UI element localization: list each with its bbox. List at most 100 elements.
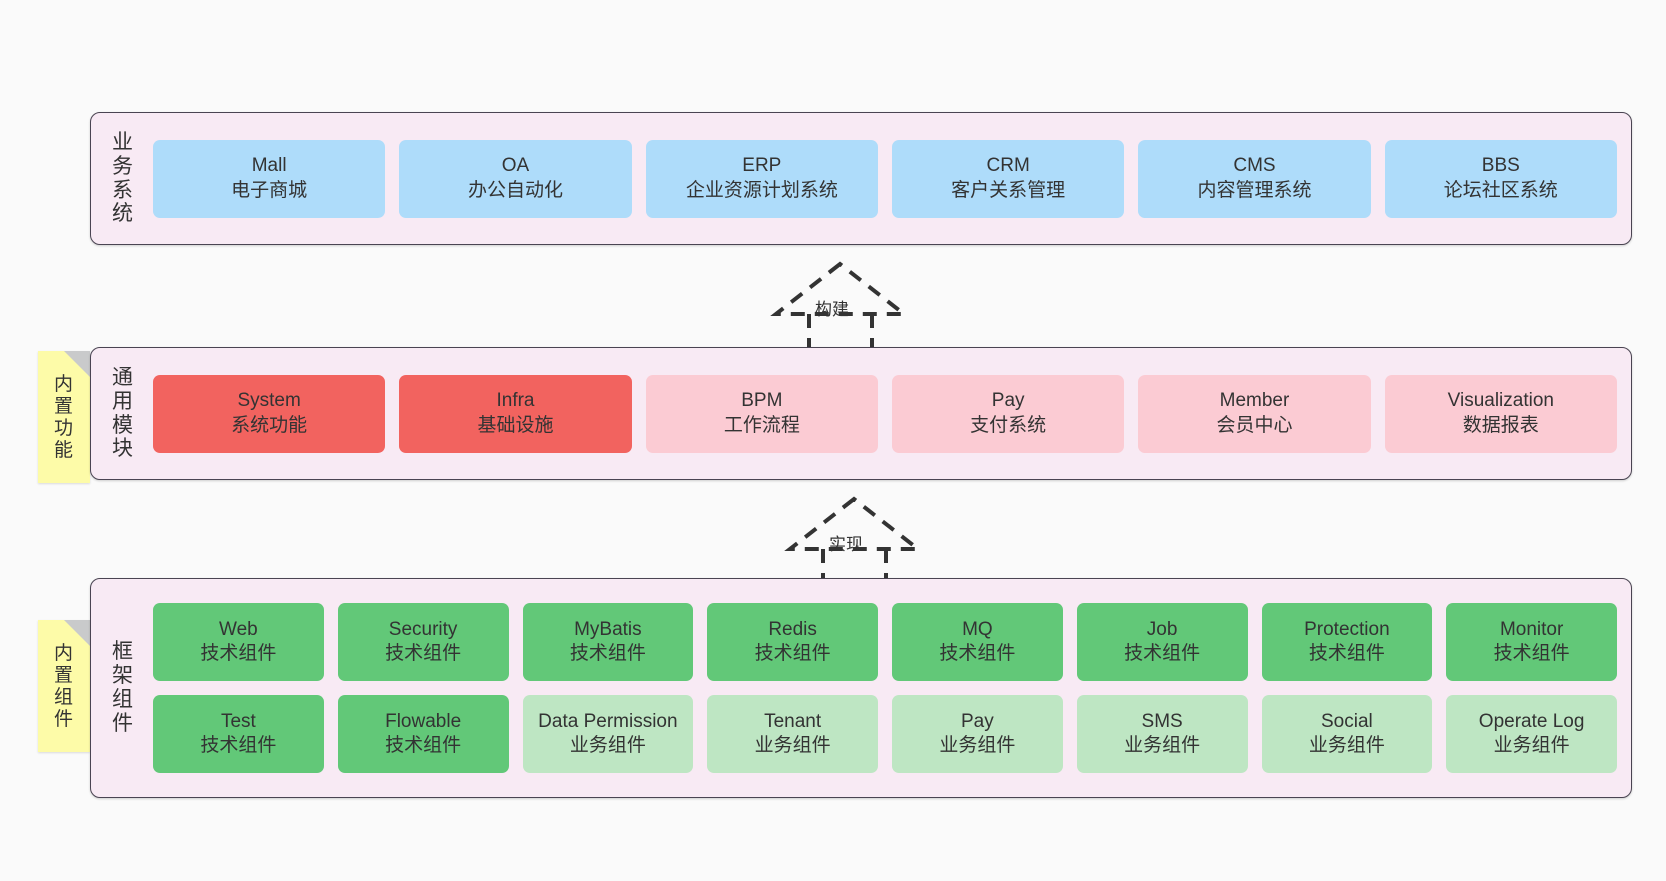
card-security[interactable]: Security 技术组件 (337, 603, 509, 681)
layer-title-framework-components: 框架组件 (112, 640, 134, 735)
card-visualization[interactable]: Visualization 数据报表 (1384, 374, 1617, 453)
card-web[interactable]: Web 技术组件 (153, 603, 324, 681)
card-mall-en: Mall (251, 155, 287, 177)
card-infra-en: Infra (496, 390, 535, 412)
card-crm-en: CRM (986, 155, 1030, 177)
card-member-en: Member (1219, 390, 1290, 412)
card-bbs-cn: 论坛社区系统 (1443, 179, 1558, 201)
card-security-en: Security (388, 618, 458, 640)
card-flowable[interactable]: Flowable 技术组件 (337, 695, 509, 773)
card-bpm-cn: 工作流程 (723, 414, 800, 436)
connector-implement-label: 实现 (829, 535, 863, 554)
card-operate-log[interactable]: Operate Log 业务组件 (1446, 695, 1617, 773)
card-protection[interactable]: Protection 技术组件 (1261, 603, 1433, 681)
card-redis-en: Redis (768, 618, 817, 640)
card-bbs-en: BBS (1481, 155, 1520, 177)
card-operate-log-cn: 业务组件 (1493, 735, 1570, 756)
card-redis-cn: 技术组件 (754, 643, 831, 664)
card-mq-en: MQ (962, 618, 993, 640)
sticky-note-builtin-components-label: 内置组件 (53, 642, 74, 731)
card-job-cn: 技术组件 (1124, 643, 1201, 664)
card-pay-module-cn: 支付系统 (970, 414, 1047, 436)
card-protection-cn: 技术组件 (1308, 643, 1385, 664)
framework-components-cells: Web 技术组件 Security 技术组件 MyBatis 技术组件 Redi… (149, 603, 1631, 773)
card-cms-en: CMS (1233, 155, 1276, 177)
common-modules-cells: System 系统功能 Infra 基础设施 BPM 工作流程 Pay 支付系统… (149, 374, 1631, 453)
card-member[interactable]: Member 会员中心 (1138, 374, 1371, 453)
card-system[interactable]: System 系统功能 (153, 374, 386, 453)
business-systems-row: Mall 电子商城 OA 办公自动化 ERP 企业资源计划系统 CRM 客户关系… (153, 139, 1617, 218)
card-security-cn: 技术组件 (385, 643, 462, 664)
card-web-en: Web (219, 618, 258, 640)
connector-build-label: 构建 (815, 300, 849, 319)
card-monitor[interactable]: Monitor 技术组件 (1446, 603, 1617, 681)
layer-common-modules: 通用模块 System 系统功能 Infra 基础设施 BPM 工作流程 Pay… (90, 347, 1632, 480)
card-redis[interactable]: Redis 技术组件 (707, 603, 878, 681)
card-mybatis[interactable]: MyBatis 技术组件 (522, 603, 694, 681)
card-system-en: System (237, 390, 301, 412)
card-social-en: Social (1321, 710, 1373, 732)
card-infra-cn: 基础设施 (477, 414, 554, 436)
card-erp[interactable]: ERP 企业资源计划系统 (645, 139, 878, 218)
card-pay-component-en: Pay (961, 710, 994, 732)
sticky-fold-icon (64, 620, 90, 646)
connector-build: 构建 (752, 258, 932, 350)
card-infra[interactable]: Infra 基础设施 (399, 374, 632, 453)
card-bpm[interactable]: BPM 工作流程 (645, 374, 878, 453)
card-monitor-cn: 技术组件 (1493, 643, 1570, 664)
card-oa[interactable]: OA 办公自动化 (399, 139, 632, 218)
card-oa-en: OA (501, 155, 530, 177)
card-operate-log-en: Operate Log (1478, 710, 1585, 732)
card-test[interactable]: Test 技术组件 (153, 695, 324, 773)
card-crm-cn: 客户关系管理 (951, 179, 1066, 201)
card-cms-cn: 内容管理系统 (1197, 179, 1312, 201)
card-mall[interactable]: Mall 电子商城 (153, 139, 386, 218)
card-visualization-cn: 数据报表 (1462, 414, 1539, 436)
card-oa-cn: 办公自动化 (467, 179, 563, 201)
card-pay-component[interactable]: Pay 业务组件 (892, 695, 1063, 773)
card-member-cn: 会员中心 (1216, 414, 1293, 436)
card-tenant-cn: 业务组件 (754, 735, 831, 756)
card-mybatis-cn: 技术组件 (569, 643, 646, 664)
connector-build-glyph (770, 261, 910, 350)
card-protection-en: Protection (1304, 618, 1390, 640)
card-data-permission[interactable]: Data Permission 业务组件 (522, 695, 694, 773)
card-monitor-en: Monitor (1499, 618, 1564, 640)
layer-business-systems: 业务系统 Mall 电子商城 OA 办公自动化 ERP 企业资源计划系统 CRM… (90, 112, 1632, 245)
card-social[interactable]: Social 业务组件 (1261, 695, 1433, 773)
card-flowable-en: Flowable (385, 710, 462, 732)
card-sms[interactable]: SMS 业务组件 (1076, 695, 1248, 773)
card-data-permission-cn: 业务组件 (569, 735, 646, 756)
card-data-permission-en: Data Permission (538, 710, 678, 732)
card-sms-cn: 业务组件 (1124, 735, 1201, 756)
card-mall-cn: 电子商城 (231, 179, 308, 201)
layer-framework-components: 框架组件 Web 技术组件 Security 技术组件 MyBatis 技术组件… (90, 578, 1632, 798)
card-test-en: Test (220, 710, 256, 732)
sticky-note-builtin-features-label: 内置功能 (53, 373, 74, 462)
card-job-en: Job (1146, 618, 1178, 640)
card-mq-cn: 技术组件 (939, 643, 1016, 664)
sticky-note-builtin-components: 内置组件 (38, 620, 90, 752)
card-cms[interactable]: CMS 内容管理系统 (1138, 139, 1371, 218)
card-sms-en: SMS (1141, 710, 1183, 732)
card-erp-en: ERP (742, 155, 782, 177)
card-system-cn: 系统功能 (231, 414, 308, 436)
card-web-cn: 技术组件 (200, 643, 277, 664)
common-modules-row: System 系统功能 Infra 基础设施 BPM 工作流程 Pay 支付系统… (153, 374, 1617, 453)
layer-title-business-systems: 业务系统 (112, 130, 134, 226)
card-mybatis-en: MyBatis (574, 618, 642, 640)
card-mq[interactable]: MQ 技术组件 (892, 603, 1063, 681)
framework-components-row-tech: Web 技术组件 Security 技术组件 MyBatis 技术组件 Redi… (153, 603, 1617, 681)
card-pay-module[interactable]: Pay 支付系统 (891, 374, 1125, 453)
business-systems-cells: Mall 电子商城 OA 办公自动化 ERP 企业资源计划系统 CRM 客户关系… (149, 139, 1631, 218)
sticky-fold-icon (64, 351, 90, 377)
card-flowable-cn: 技术组件 (385, 735, 462, 756)
card-job[interactable]: Job 技术组件 (1076, 603, 1248, 681)
card-tenant[interactable]: Tenant 业务组件 (707, 695, 878, 773)
card-crm[interactable]: CRM 客户关系管理 (891, 139, 1125, 218)
sticky-note-builtin-features: 内置功能 (38, 351, 90, 483)
card-pay-component-cn: 业务组件 (939, 735, 1016, 756)
framework-components-row-business: Test 技术组件 Flowable 技术组件 Data Permission … (153, 695, 1617, 773)
card-bbs[interactable]: BBS 论坛社区系统 (1384, 139, 1617, 218)
card-social-cn: 业务组件 (1308, 735, 1385, 756)
